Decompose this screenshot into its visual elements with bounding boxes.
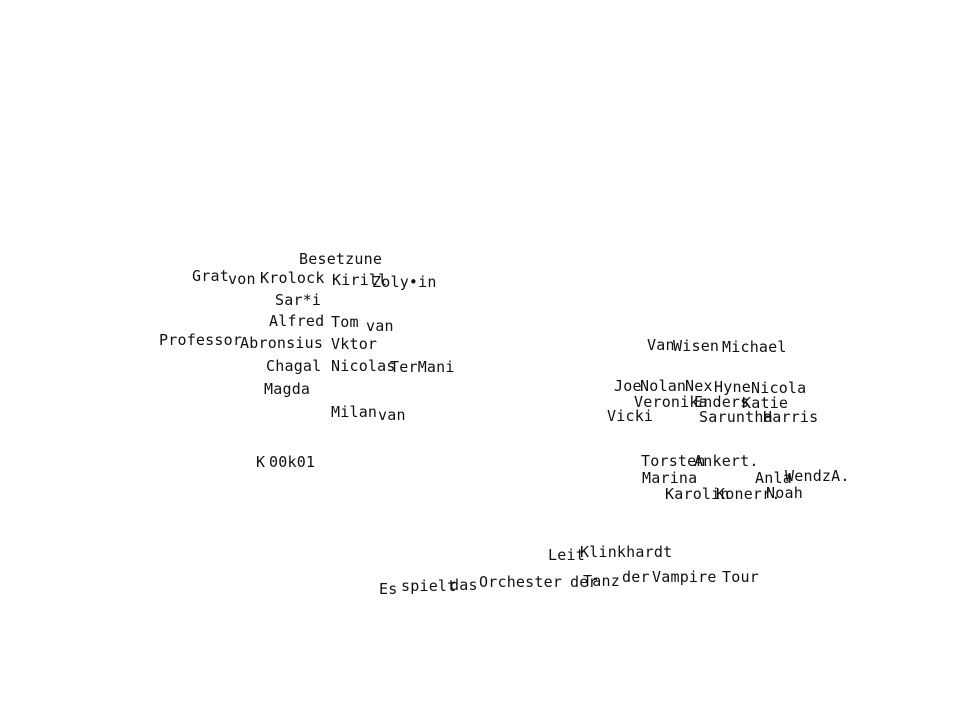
cast-word: Alfred (269, 312, 325, 330)
cast-word: van (366, 317, 394, 335)
credit-word: der (570, 573, 598, 591)
ensemble-word: Joe (614, 377, 642, 395)
ensemble-word: Noah (766, 484, 803, 502)
cast-word: K (256, 453, 266, 471)
ensemble-word: Ankert. (694, 452, 759, 470)
credit-word: Klinkhardt (580, 543, 673, 561)
ensemble-word: Nex (685, 377, 713, 395)
cast-word: Tom (331, 313, 359, 331)
ensemble-word: Katie (742, 394, 789, 412)
credit-word: der (622, 568, 650, 586)
credit-word: Vampire (652, 568, 717, 586)
ensemble-word: Nicola (751, 379, 807, 397)
ensemble-word: Nolan (640, 377, 687, 395)
cast-word: Vktor (331, 335, 378, 353)
cast-word: Grat (192, 267, 229, 285)
credit-word: spielt (401, 577, 457, 595)
ensemble-word: Karolin (665, 485, 730, 503)
cast-word: Zoly•in (372, 273, 437, 291)
cast-word: TerMani (390, 358, 455, 376)
credit-word: Es (379, 580, 398, 598)
cast-word: Magda (264, 380, 311, 398)
ensemble-word: Konerr. (716, 485, 781, 503)
cast-word: Milan (331, 403, 378, 421)
ensemble-word: Saruntha (699, 408, 773, 426)
ensemble-word: Enders (694, 393, 750, 411)
cast-heading: Besetzune (299, 250, 383, 268)
credit-word: Tanz (583, 572, 620, 590)
ensemble-word: WendzA. (785, 467, 850, 485)
ensemble-word: Torsten (641, 452, 706, 470)
credit-word: Orchester (479, 573, 563, 591)
ensemble-word: Wisen (673, 337, 720, 355)
ensemble-word: Vicki (607, 407, 654, 425)
cast-word: van (378, 406, 406, 424)
cast-word: Professor (159, 331, 243, 349)
cast-word: Kirill (332, 271, 388, 289)
ensemble-word: Anla (755, 469, 792, 487)
cast-word: Krolock (260, 269, 325, 287)
cast-word: Chagal (266, 357, 322, 375)
cast-word: 00k01 (269, 453, 316, 471)
credit-word: Tour (722, 568, 759, 586)
ensemble-word: Van (647, 336, 675, 354)
ensemble-word: Hyne (714, 378, 751, 396)
cast-word: Sar*i (275, 291, 322, 309)
credit-word: Leit (548, 546, 585, 564)
ensemble-word: Marina (642, 469, 698, 487)
cast-word: Abronsius (240, 334, 324, 352)
ensemble-word: Harris (763, 408, 819, 426)
cast-word: von (228, 270, 256, 288)
credit-word: das (450, 576, 478, 594)
cast-word: Nicolas (331, 357, 396, 375)
ensemble-word: Veronika (634, 393, 708, 411)
ensemble-word: Michael (722, 338, 787, 356)
